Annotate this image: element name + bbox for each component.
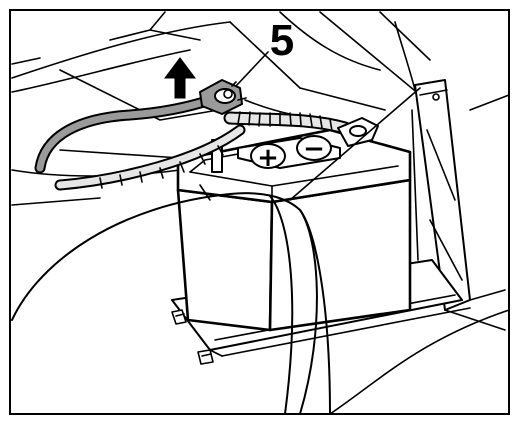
wiring-harness bbox=[54, 111, 352, 191]
positive-terminal-marker bbox=[250, 143, 286, 169]
leader-line bbox=[289, 87, 421, 201]
tray-bolt-front bbox=[197, 349, 214, 365]
battery-tray-bracket bbox=[411, 79, 510, 331]
engine-bay-background bbox=[11, 11, 431, 206]
negative-cable bbox=[34, 94, 216, 174]
up-arrow-icon bbox=[164, 57, 196, 99]
battery: + − bbox=[176, 128, 412, 332]
negative-terminal-clamp bbox=[337, 117, 379, 147]
positive-symbol: + bbox=[257, 143, 279, 173]
protective-cover bbox=[11, 192, 510, 415]
callout-label: 5 bbox=[270, 16, 294, 65]
callout-5: 5 bbox=[235, 16, 294, 87]
negative-terminal-marker bbox=[296, 135, 332, 161]
tray-bolt-left bbox=[171, 309, 187, 325]
battery-terminal-clamp bbox=[199, 79, 247, 115]
negative-symbol: − bbox=[303, 134, 325, 164]
